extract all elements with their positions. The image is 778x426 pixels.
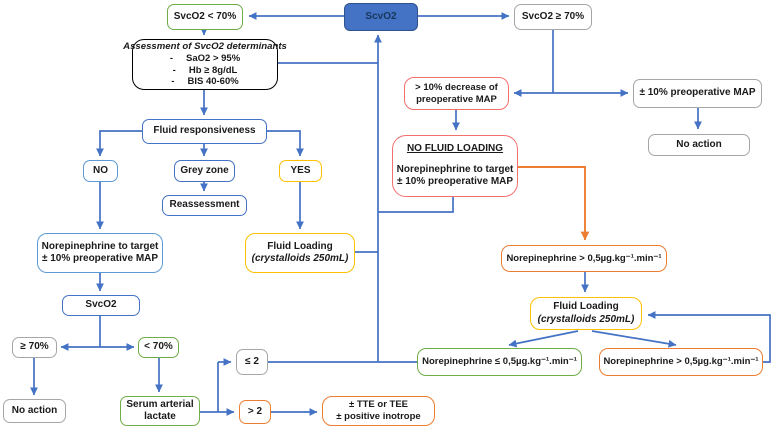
node-svco2-lt-70-label: SvcO2 < 70% bbox=[173, 10, 237, 22]
edge-fluidresp-to-yes bbox=[267, 130, 304, 157]
node-svco2-ge-70-label: SvcO2 ≥ 70% bbox=[521, 10, 585, 22]
assessment-item-1-label: SaO2 > 95% bbox=[186, 52, 241, 64]
dec-map-line2: preoperative MAP bbox=[416, 93, 497, 105]
no-label: NO bbox=[93, 164, 108, 176]
bullet-dash: - bbox=[172, 64, 176, 76]
node-decrease-preop-map: > 10% decrease of preoperative MAP bbox=[404, 77, 509, 110]
node-no: NO bbox=[83, 160, 118, 182]
node-svco2-lt-70: SvcO2 < 70% bbox=[167, 4, 243, 30]
serum-lactate-line1: Serum arterial bbox=[126, 398, 194, 410]
assessment-item-3-label: BIS 40-60% bbox=[187, 76, 239, 88]
node-svco2-ge-70: SvcO2 ≥ 70% bbox=[514, 4, 592, 30]
node-yes: YES bbox=[279, 160, 322, 182]
node-no-action-left: No action bbox=[3, 399, 66, 423]
node-no-action-right: No action bbox=[648, 134, 750, 156]
node-no-fluid-loading: NO FLUID LOADING Norepinephrine to targe… bbox=[392, 135, 518, 197]
no-action-right-label: No action bbox=[676, 138, 722, 150]
node-ge-70: ≥ 70% bbox=[12, 337, 57, 358]
bullet-dash: - bbox=[171, 76, 175, 88]
lt-70-label: < 70% bbox=[144, 341, 173, 353]
node-grey-zone: Grey zone bbox=[174, 160, 235, 182]
node-fluid-responsiveness: Fluid responsiveness bbox=[142, 119, 267, 144]
node-serum-lactate: Serum arterial lactate bbox=[120, 396, 200, 426]
serum-lactate-line2: lactate bbox=[144, 411, 176, 422]
node-norepi-gt-05-top: Norepinephrine > 0,5µg.kg⁻¹.min⁻¹ bbox=[501, 245, 667, 272]
norepi-le-05-label: Norepinephrine ≤ 0,5µg.kg⁻¹.min⁻¹ bbox=[422, 356, 577, 368]
node-lactate-gt-2: > 2 bbox=[239, 400, 271, 424]
fluid-loading-right-line1: Fluid Loading bbox=[553, 301, 619, 312]
svco2-recheck-label: SvcO2 bbox=[85, 299, 117, 311]
nfl-line1: Norepinephrine to target bbox=[396, 163, 514, 175]
lactate-le-2-label: ≤ 2 bbox=[245, 355, 259, 367]
edge-fl-to-norepi-gt bbox=[591, 330, 677, 348]
edge-fl-to-norepi-le bbox=[508, 330, 579, 348]
edge-nfl-to-norepi-orange bbox=[518, 166, 590, 241]
assessment-item-1: - SaO2 > 95% bbox=[170, 53, 240, 65]
assessment-item-2: - Hb ≥ 8g/dL bbox=[173, 65, 238, 77]
assessment-item-3: - BIS 40-60% bbox=[171, 76, 238, 88]
tte-line2: ± positive inotrope bbox=[336, 411, 421, 422]
no-action-left-label: No action bbox=[11, 404, 58, 416]
node-norepi-le-05: Norepinephrine ≤ 0,5µg.kg⁻¹.min⁻¹ bbox=[417, 348, 582, 376]
edge-nfl-feedback bbox=[378, 197, 454, 213]
node-fluid-loading-left: Fluid Loading (crystalloids 250mL) bbox=[245, 233, 355, 273]
node-lt-70: < 70% bbox=[138, 337, 179, 358]
node-lactate-le-2: ≤ 2 bbox=[236, 349, 268, 375]
nfl-line2: ± 10% preoperative MAP bbox=[396, 176, 514, 188]
nfl-title: NO FLUID LOADING bbox=[406, 143, 504, 155]
lactate-gt-2-label: > 2 bbox=[247, 405, 263, 417]
fluid-loading-left-line2: (crystalloids 250mL) bbox=[251, 253, 349, 264]
node-pm-preop-map: ± 10% preoperative MAP bbox=[633, 79, 762, 108]
node-scvo2-main-label: ScvO2 bbox=[365, 10, 397, 22]
assessment-item-2-label: Hb ≥ 8g/dL bbox=[188, 64, 238, 76]
node-scvo2-main: ScvO2 bbox=[344, 3, 418, 31]
node-tte-tee-inotrope: ± TTE or TEE ± positive inotrope bbox=[322, 396, 435, 426]
node-norepinephrine-target: Norepinephrine to target ± 10% preoperat… bbox=[37, 233, 163, 273]
norepi-gt-05-top-label: Norepinephrine > 0,5µg.kg⁻¹.min⁻¹ bbox=[506, 252, 662, 264]
fluid-loading-left-line1: Fluid Loading bbox=[267, 240, 333, 252]
ge-70-label: ≥ 70% bbox=[20, 341, 49, 353]
node-reassessment: Reassessment bbox=[162, 195, 247, 216]
norepi-target-line1: Norepinephrine to target bbox=[41, 240, 159, 252]
node-fluid-loading-right: Fluid Loading (crystalloids 250mL) bbox=[530, 297, 642, 330]
norepi-gt-05-bottom-label: Norepinephrine > 0,5µg.kg⁻¹.min⁻¹ bbox=[603, 356, 759, 368]
pm-preop-map-label: ± 10% preoperative MAP bbox=[639, 87, 756, 99]
tte-line1: ± TTE or TEE bbox=[348, 399, 409, 411]
norepi-target-line2: ± 10% preoperative MAP bbox=[41, 253, 159, 264]
assessment-title: Assessment of SvcO2 determinants bbox=[123, 40, 287, 52]
dec-map-line1: > 10% decrease of bbox=[415, 81, 498, 93]
node-svco2-recheck: SvcO2 bbox=[62, 295, 140, 316]
yes-label: YES bbox=[290, 164, 311, 176]
edge-norepi-gt-loopback bbox=[647, 311, 771, 363]
node-norepi-gt-05-bottom: Norepinephrine > 0,5µg.kg⁻¹.min⁻¹ bbox=[599, 348, 763, 376]
fluid-loading-right-line2: (crystalloids 250mL) bbox=[537, 313, 635, 325]
grey-zone-label: Grey zone bbox=[180, 164, 229, 176]
edge-fluidresp-to-no bbox=[96, 130, 142, 157]
bullet-dash: - bbox=[169, 52, 174, 64]
node-assessment-determinants: Assessment of SvcO2 determinants - SaO2 … bbox=[123, 39, 287, 90]
fluid-responsiveness-label: Fluid responsiveness bbox=[153, 125, 256, 137]
reassessment-label: Reassessment bbox=[169, 199, 240, 211]
